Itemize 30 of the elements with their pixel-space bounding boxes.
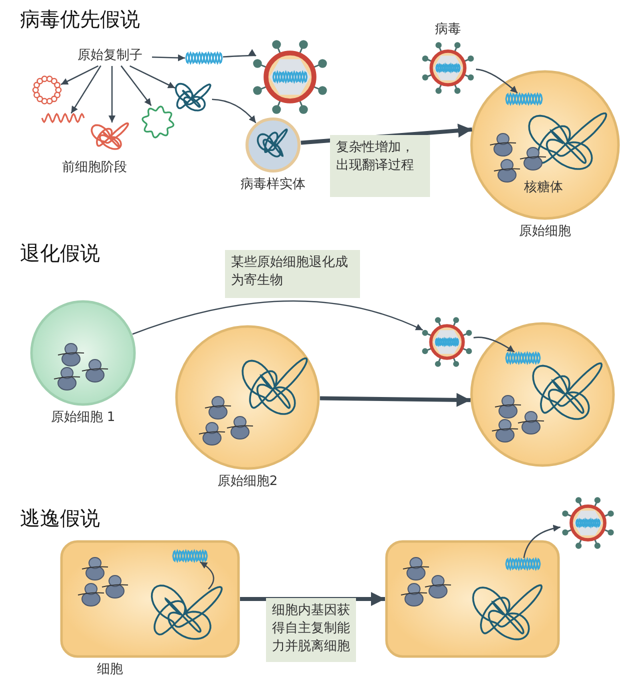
part-label: 细胞 <box>96 661 124 678</box>
arrow <box>152 54 186 62</box>
part-label: 病毒 <box>434 21 462 38</box>
arrow <box>474 336 515 353</box>
arrow <box>523 525 560 558</box>
edge-label: 复杂性增加，出现翻译过程 <box>330 135 430 197</box>
arrow <box>222 50 256 58</box>
arrow <box>476 68 518 94</box>
part-label: 核糖体 <box>524 179 563 196</box>
section-heading: 逃逸假说 <box>20 505 100 532</box>
part-label: 原始细胞 <box>518 223 572 240</box>
part-label: 前细胞阶段 <box>62 159 127 176</box>
arrow <box>132 300 424 335</box>
part-label: 原始复制子 <box>68 46 152 66</box>
arrow <box>70 65 102 114</box>
arrow <box>108 66 116 122</box>
arrow <box>60 65 98 86</box>
part-label: 病毒样实体 <box>240 176 306 193</box>
section-heading: 退化假说 <box>20 240 100 267</box>
arrow <box>240 592 385 606</box>
arrow <box>130 65 176 89</box>
part-label: 原始细胞 1 <box>50 409 116 426</box>
arrow <box>200 561 214 590</box>
edge-label: 某些原始细胞退化成为寄生物 <box>225 250 360 298</box>
edge-label: 细胞内基因获得自主复制能力并脱离细胞 <box>266 598 356 662</box>
part-label: 原始细胞2 <box>216 473 279 490</box>
arrow <box>320 392 471 407</box>
arrow <box>212 98 256 124</box>
arrow <box>120 65 152 106</box>
section-heading: 病毒优先假说 <box>20 6 140 33</box>
